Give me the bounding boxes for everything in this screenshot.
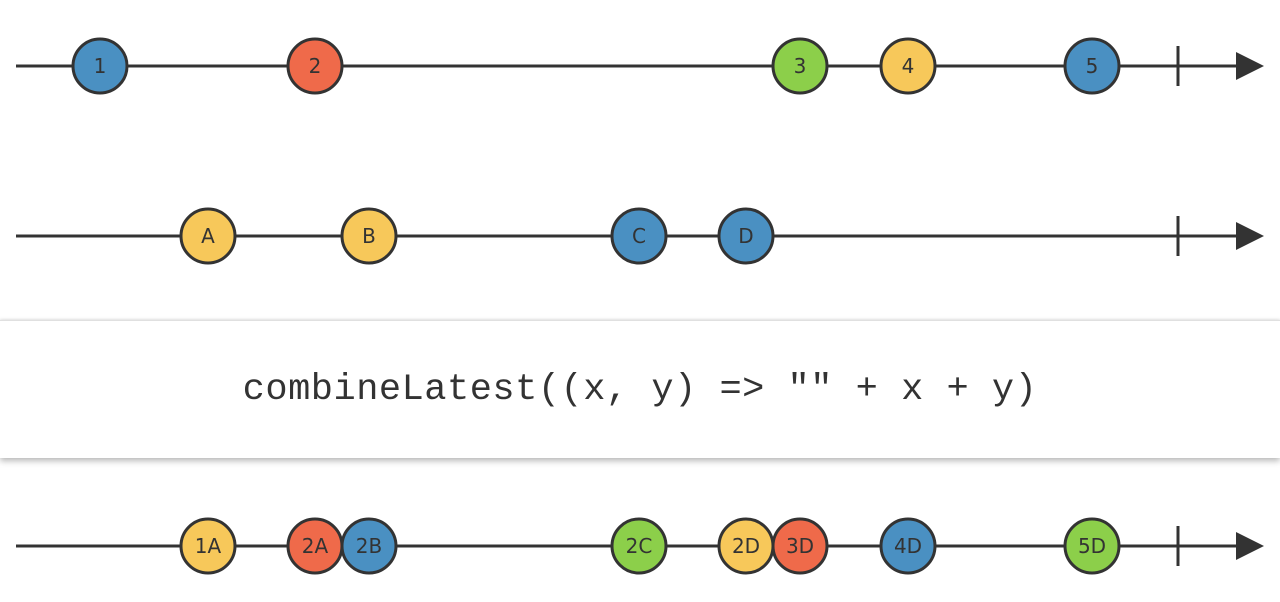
- marble-circle: [771, 517, 829, 575]
- operator-label: combineLatest((x, y) => "" + x + y): [242, 368, 1038, 411]
- marble-label: 1A: [195, 534, 222, 558]
- marble-D: D: [717, 207, 775, 265]
- timeline-input-x: 1 2 3 4 5: [16, 37, 1264, 95]
- marble-3D: 3D: [771, 517, 829, 575]
- marble-label: 5: [1086, 54, 1099, 78]
- marble-circle: [879, 37, 937, 95]
- marble-label: 4D: [894, 534, 922, 558]
- marble-circle: [717, 207, 775, 265]
- timeline-arrowhead: [1236, 532, 1264, 560]
- marble-circle: [879, 517, 937, 575]
- marble-label: 5D: [1078, 534, 1106, 558]
- marble-circle: [1063, 517, 1121, 575]
- marble-circle: [179, 517, 237, 575]
- marble-1A: 1A: [179, 517, 237, 575]
- marble-circle: [1063, 37, 1121, 95]
- marble-2: 2: [286, 37, 344, 95]
- marble-circle: [340, 517, 398, 575]
- marble-1: 1: [71, 37, 129, 95]
- marble-label: A: [201, 224, 215, 248]
- marble-label: B: [362, 224, 376, 248]
- marble-circle: [71, 37, 129, 95]
- marble-label: 2D: [732, 534, 760, 558]
- marble-label: C: [632, 224, 646, 248]
- marble-circle: [771, 37, 829, 95]
- marble-circle: [610, 207, 668, 265]
- marble-2C: 2C: [610, 517, 668, 575]
- timeline-arrowhead: [1236, 222, 1264, 250]
- marble-label: 2B: [356, 534, 382, 558]
- timeline-arrowhead: [1236, 52, 1264, 80]
- marble-circle: [340, 207, 398, 265]
- marble-circle: [179, 207, 237, 265]
- timeline-input-y: A B C D: [16, 207, 1264, 265]
- marble-circle: [610, 517, 668, 575]
- marble-3: 3: [771, 37, 829, 95]
- marble-5D: 5D: [1063, 517, 1121, 575]
- marble-2B: 2B: [340, 517, 398, 575]
- marble-circle: [286, 37, 344, 95]
- marble-label: 2C: [626, 534, 653, 558]
- marble-label: D: [738, 224, 753, 248]
- marble-label: 1: [94, 54, 107, 78]
- marble-5: 5: [1063, 37, 1121, 95]
- marble-B: B: [340, 207, 398, 265]
- marble-label: 3D: [786, 534, 814, 558]
- marble-4D: 4D: [879, 517, 937, 575]
- marble-2D: 2D: [717, 517, 775, 575]
- operator-box: combineLatest((x, y) => "" + x + y): [0, 320, 1280, 458]
- marble-label: 2A: [302, 534, 329, 558]
- marble-2A: 2A: [286, 517, 344, 575]
- marble-4: 4: [879, 37, 937, 95]
- marble-label: 4: [902, 54, 915, 78]
- marble-label: 2: [309, 54, 322, 78]
- timeline-output: 1A 2A 2B 2C 2D 3D 4D 5D: [16, 517, 1264, 575]
- marble-C: C: [610, 207, 668, 265]
- marble-label: 3: [794, 54, 807, 78]
- marble-A: A: [179, 207, 237, 265]
